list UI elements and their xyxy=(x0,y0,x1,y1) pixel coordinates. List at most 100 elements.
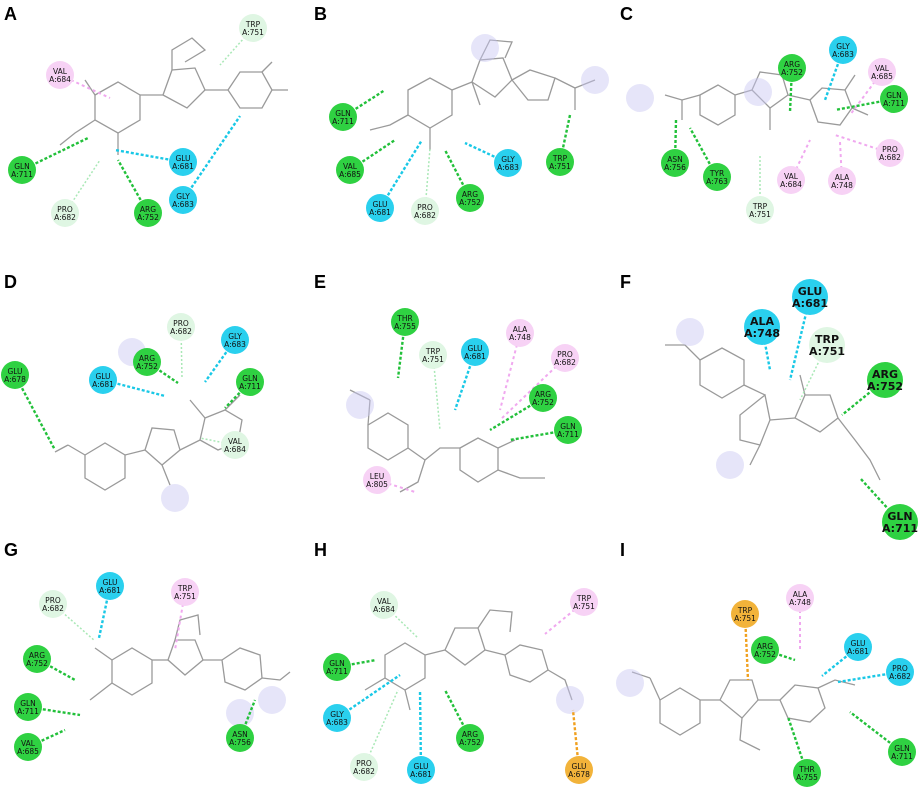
residue-label: PRO xyxy=(557,350,573,359)
ligand-bond xyxy=(144,427,181,466)
residue-disc xyxy=(46,61,74,89)
residue-label: GLU xyxy=(850,639,865,648)
residue-label: A:748 xyxy=(509,333,531,342)
residue-disc xyxy=(886,658,914,686)
residue-disc xyxy=(167,313,195,341)
residue-label: GLN xyxy=(560,422,576,431)
panel-i: ITRPA:751ALAA:748ARGA:752GLUA:681PROA:68… xyxy=(620,540,916,787)
residue-label: ARG xyxy=(29,651,45,660)
residue-disc xyxy=(370,591,398,619)
residue-disc xyxy=(746,196,774,224)
residue-disc xyxy=(876,139,904,167)
panel-label: D xyxy=(4,272,17,292)
ligand-structure-f xyxy=(665,344,881,481)
residue-label: A:711 xyxy=(883,99,905,108)
residue-label: A:684 xyxy=(780,180,802,189)
residue-label: ARG xyxy=(872,368,898,381)
residue-disc xyxy=(336,156,364,184)
residue-disc xyxy=(23,645,51,673)
residue-label: GLN xyxy=(14,162,30,171)
residue-label: GLU xyxy=(467,344,482,353)
residue-label: PRO xyxy=(45,596,61,605)
residue-label: A:678 xyxy=(568,770,590,779)
residue-label: ARG xyxy=(757,642,773,651)
ligand-bond xyxy=(367,412,409,461)
residue-label: ARG xyxy=(139,354,155,363)
interaction-line xyxy=(64,159,101,214)
residue-label: A:748 xyxy=(831,181,853,190)
residue-label: A:684 xyxy=(49,75,71,84)
ligand-bond xyxy=(809,87,853,126)
residue-label: ARG xyxy=(784,60,800,69)
interaction-line xyxy=(418,689,423,771)
residue-disc xyxy=(51,199,79,227)
residue-label: A:681 xyxy=(172,162,194,171)
residue-disc xyxy=(554,416,582,444)
residue-label: GLY xyxy=(330,710,344,719)
ligand-bond xyxy=(751,71,789,109)
residue-disc xyxy=(456,724,484,752)
residue-label: A:752 xyxy=(26,659,48,668)
residue-label: GLU xyxy=(571,762,586,771)
ligand-bond xyxy=(444,627,486,666)
residue-label: A:751 xyxy=(422,355,444,364)
ligand-bond xyxy=(94,81,141,134)
panel-label: C xyxy=(620,4,633,24)
residue-label: LEU xyxy=(370,472,384,481)
interaction-line xyxy=(13,374,57,451)
residue-label: GLU xyxy=(413,762,428,771)
residue-disc xyxy=(391,308,419,336)
residue-label: A:678 xyxy=(4,375,26,384)
residue-disc xyxy=(829,36,857,64)
residue-label: VAL xyxy=(875,64,890,73)
interaction-line xyxy=(443,689,472,739)
interaction-line xyxy=(342,88,386,119)
residue-disc xyxy=(494,149,522,177)
residue-label: A:752 xyxy=(137,213,159,222)
residue-label: A:682 xyxy=(42,604,64,613)
solvent-halo xyxy=(471,34,499,62)
ligand-bond xyxy=(407,77,453,129)
interaction-line xyxy=(841,379,886,416)
interaction-line xyxy=(424,147,431,212)
panel-d: DPROA:682GLYA:683ARGA:752GLNA:711GLUA:68… xyxy=(1,272,264,459)
residue-label: A:685 xyxy=(17,747,39,756)
residue-label: GLN xyxy=(242,374,258,383)
ligand-structure-b xyxy=(369,39,596,150)
ligand-bond xyxy=(459,437,499,483)
residue-label: THR xyxy=(798,765,814,774)
residue-disc xyxy=(506,319,534,347)
residue-label: A:711 xyxy=(239,382,261,391)
residue-disc xyxy=(366,194,394,222)
residue-disc xyxy=(703,163,731,191)
residue-label: A:681 xyxy=(369,208,391,217)
residue-label: GLN xyxy=(886,91,902,100)
residue-label: VAL xyxy=(228,437,243,446)
residue-label: GLN xyxy=(894,744,910,753)
residue-label: A:685 xyxy=(339,170,361,179)
interaction-line xyxy=(97,585,112,639)
residue-label: A:752 xyxy=(459,198,481,207)
residue-label: VAL xyxy=(784,172,799,181)
ligand-bond xyxy=(734,89,753,96)
ligand-bond xyxy=(665,344,701,361)
interaction-line xyxy=(174,591,186,651)
panel-b: BGLNA:711VALA:685GLUA:681PROA:682ARGA:75… xyxy=(314,4,574,225)
